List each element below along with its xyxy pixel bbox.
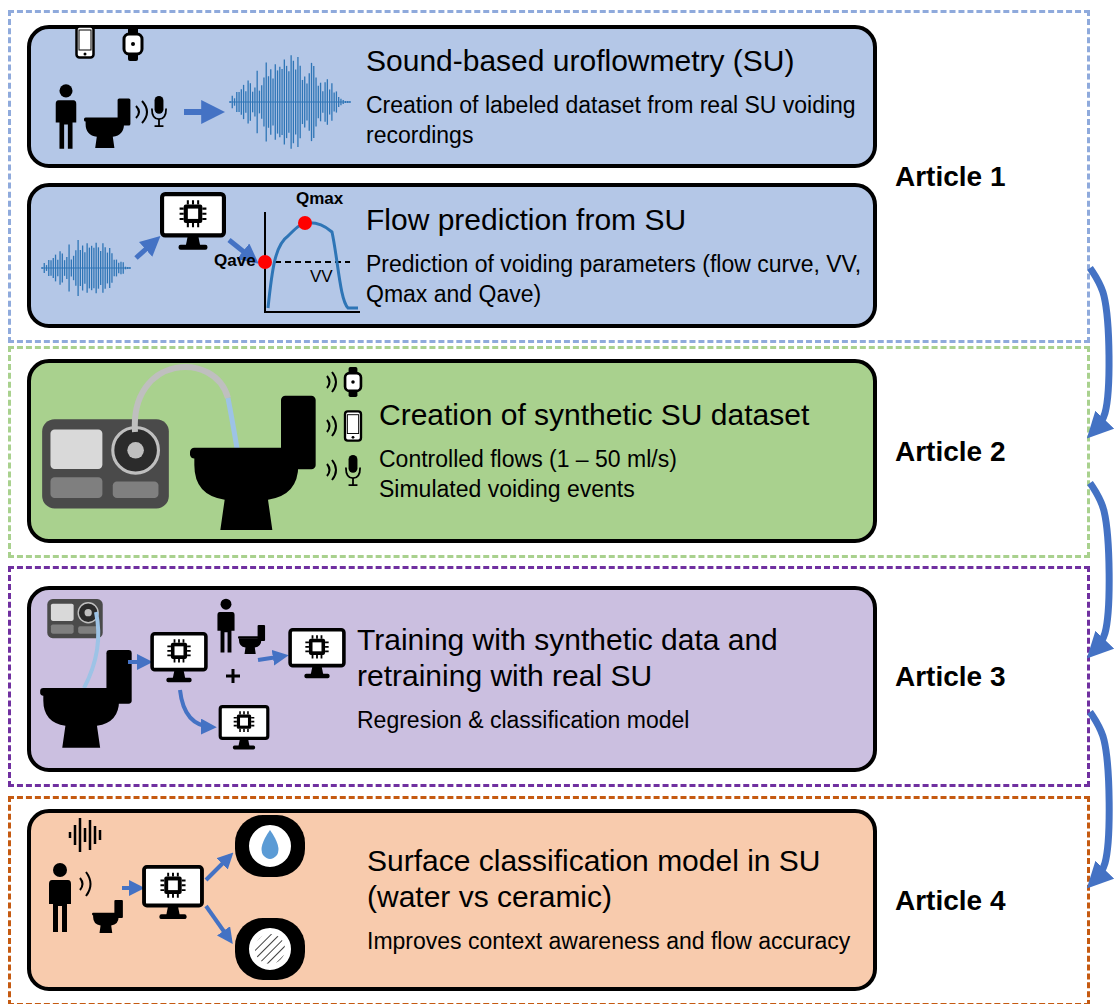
process-box-part: Surface classification model in SU (wate… bbox=[367, 813, 872, 987]
box-title: Surface classification model in SU (wate… bbox=[367, 843, 872, 915]
process-box-part: Creation of synthetic SU datasetControll… bbox=[379, 363, 819, 539]
process-box-part: Flow prediction from SU Prediction of voi… bbox=[366, 187, 871, 324]
process-box: Sound-based uroflowmetry (SU)Creation of… bbox=[27, 25, 877, 168]
process-box: Training with synthetic data and retrain… bbox=[27, 586, 877, 772]
box-description: Creation of labeled dataset from real SU… bbox=[366, 91, 881, 151]
article-group: Creation of synthetic SU datasetControll… bbox=[8, 346, 1090, 558]
curved-arrow bbox=[1090, 268, 1109, 431]
box-description: Controlled flows (1 – 50 ml/s) bbox=[379, 445, 819, 475]
process-box: Surface classification model in SU (wate… bbox=[27, 809, 877, 991]
process-box-part-part: Surface classification model in SU (wate… bbox=[367, 843, 872, 957]
chart-label: VV bbox=[310, 268, 333, 287]
box-title: Flow prediction from SU bbox=[366, 202, 871, 238]
article-group: Training with synthetic data and retrain… bbox=[8, 566, 1090, 787]
process-box-part: Training with synthetic data and retrain… bbox=[357, 590, 872, 768]
article-label: Article 2 bbox=[895, 436, 1006, 468]
process-box-part-part: Flow prediction from SU Prediction of voi… bbox=[366, 202, 871, 310]
article-group: Surface classification model in SU (wate… bbox=[8, 796, 1090, 1004]
article-label: Article 3 bbox=[895, 661, 1006, 693]
article-label: Article 4 bbox=[895, 885, 1006, 917]
article-group: Sound-based uroflowmetry (SU) Creation of… bbox=[8, 10, 1090, 343]
process-box-part-part: Sound-based uroflowmetry (SU) Creation of… bbox=[366, 43, 881, 151]
box-description: Prediction of voiding parameters (flow c… bbox=[366, 250, 871, 310]
process-box-part-part: Training with synthetic data and retrain… bbox=[357, 622, 872, 736]
process-box-part-part: Creation of synthetic SU datasetControll… bbox=[379, 397, 819, 505]
box-title: Sound-based uroflowmetry (SU) bbox=[366, 43, 881, 79]
chart-label: Qmax bbox=[296, 190, 343, 209]
box-title: Creation of synthetic SU dataset bbox=[379, 397, 819, 433]
chart-label: Qave bbox=[214, 252, 256, 271]
curved-arrow bbox=[1090, 483, 1109, 651]
process-box-part: Sound-based uroflowmetry (SU) Creation of… bbox=[366, 29, 881, 164]
article-label: Article 1 bbox=[895, 161, 1006, 193]
connector-layer-part bbox=[1090, 268, 1109, 881]
box-title: Training with synthetic data and retrain… bbox=[357, 622, 872, 694]
process-box: Flow prediction from SU Prediction of voi… bbox=[27, 183, 877, 328]
process-box: Creation of synthetic SU datasetControll… bbox=[27, 359, 877, 543]
curved-arrow bbox=[1090, 712, 1109, 881]
box-description: Simulated voiding events bbox=[379, 475, 819, 505]
box-description: Regresion & classification model bbox=[357, 706, 872, 736]
box-description: Improves context awareness and flow accu… bbox=[367, 927, 872, 957]
